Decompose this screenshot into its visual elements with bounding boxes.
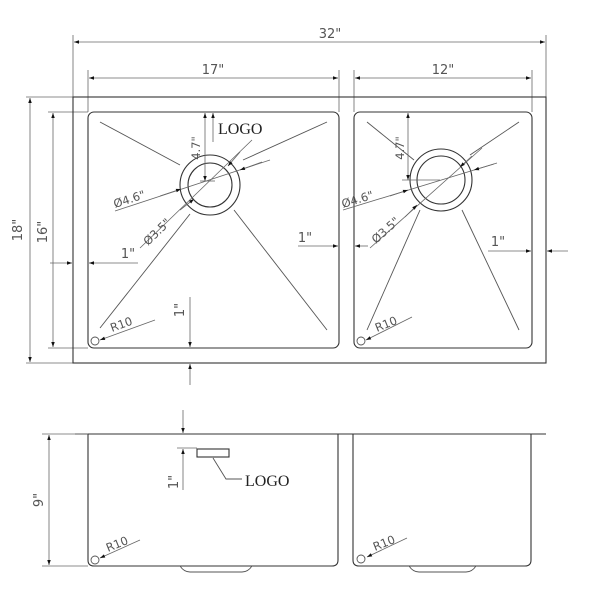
overall-width-label: 32"	[319, 27, 342, 42]
right-outer-diameter-label: Ø4.6"	[340, 188, 375, 211]
front-right-radius-label: R10	[371, 532, 397, 553]
left-bowl-width-dimension: 17"	[87, 63, 340, 112]
overall-depth-dimension: 18"	[11, 96, 73, 364]
bottom-margin-dimension: 1"	[173, 297, 192, 385]
front-right-drain	[408, 565, 477, 573]
height-dimension: 9"	[32, 433, 88, 567]
right-bowl-outline	[353, 111, 533, 349]
right-corner-radius-label: R10	[373, 313, 399, 334]
right-margin-dimension: 1"	[488, 235, 568, 253]
right-drain-offset-label: 4.7"	[393, 136, 407, 160]
left-bowl-width-label: 17"	[202, 63, 225, 78]
top-logo-label: LOGO	[218, 121, 262, 138]
right-inner-diameter-label: Ø3.5"	[369, 214, 403, 246]
right-margin-label: 1"	[491, 235, 505, 250]
left-outer-diameter-label: Ø4.6"	[112, 187, 147, 210]
overall-width-dimension: 32"	[72, 27, 547, 97]
front-right-bowl	[352, 434, 532, 567]
bottom-margin-label: 1"	[173, 303, 188, 317]
left-drain-offset-label: 4.7"	[189, 136, 203, 160]
left-bowl: 4.7" LOGO Ø4.6" Ø3.5" R10	[87, 111, 340, 349]
logo-offset-dimension: 1"	[167, 410, 197, 490]
logo-offset-label: 1"	[167, 475, 182, 489]
right-bowl-width-label: 12"	[432, 63, 455, 78]
front-logo-leader	[212, 457, 242, 480]
front-left-radius-label: R10	[104, 533, 130, 554]
right-bowl-width-dimension: 12"	[353, 63, 533, 112]
bowl-depth-dimension: 16"	[36, 111, 88, 349]
left-drain-outer-ring	[179, 154, 241, 216]
left-margin-label: 1"	[121, 247, 135, 262]
sink-outer-flange	[72, 96, 547, 364]
left-drain-inner-ring	[187, 162, 233, 208]
front-logo-label: LOGO	[245, 473, 289, 490]
front-right-radius: R10	[356, 532, 408, 564]
top-view: 32" 17" 12" 18" 16"	[11, 27, 568, 385]
left-bowl-outline	[87, 111, 340, 349]
front-left-radius: R10	[90, 533, 141, 565]
overall-depth-label: 18"	[11, 219, 26, 242]
bowl-depth-label: 16"	[36, 221, 51, 244]
height-label: 9"	[32, 493, 47, 507]
front-view: 9" 1" LOGO R10 R10	[32, 410, 546, 573]
front-left-drain	[179, 565, 253, 573]
left-margin-dimension: 1"	[50, 247, 138, 265]
right-bowl: 4.7" Ø4.6" Ø3.5" R10	[340, 111, 533, 349]
front-left-bowl	[87, 434, 339, 567]
divider-gap-label: 1"	[298, 231, 312, 246]
left-corner-radius-label: R10	[108, 314, 134, 335]
front-logo-plate	[196, 448, 230, 458]
divider-gap-dimension: 1"	[298, 231, 368, 248]
